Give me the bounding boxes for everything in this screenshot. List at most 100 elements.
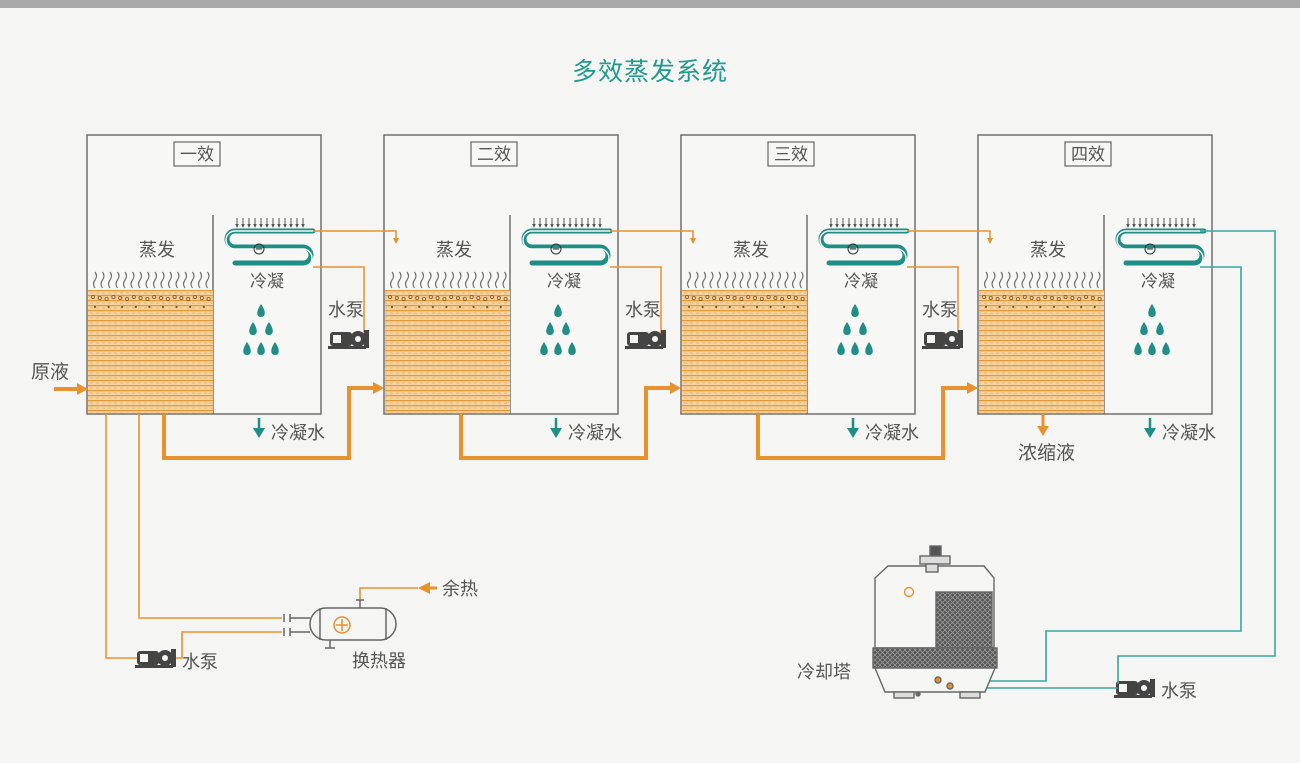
- steam-icon: [130, 271, 135, 289]
- steam-icon: [731, 271, 737, 289]
- effect-label-box: [173, 141, 221, 167]
- steam-icon: [457, 271, 462, 289]
- pump-cooling-loop: 水泵: [1114, 679, 1197, 702]
- heat-exchanger-icon: [283, 599, 397, 649]
- water-drop-icon: [265, 322, 273, 335]
- cooling-tower-icon: [872, 545, 998, 699]
- steam-icon: [464, 271, 470, 289]
- steam-icon: [1096, 271, 1101, 289]
- steam-icon: [739, 271, 744, 289]
- steam-icon: [1073, 271, 1079, 289]
- steam-icon: [694, 271, 699, 289]
- pump-label: 水泵: [922, 300, 958, 321]
- transfer-pipe-1: [162, 386, 378, 460]
- steam-icon: [145, 271, 150, 289]
- pump-label: 水泵: [182, 652, 218, 673]
- condensate-label: 冷凝水: [271, 423, 325, 444]
- concentrate-label: 浓缩液: [1018, 442, 1075, 464]
- steam-icon: [494, 271, 500, 289]
- condensate-label: 冷凝水: [865, 423, 919, 444]
- steam-icon: [784, 271, 789, 289]
- effect-label: 二效: [477, 145, 511, 165]
- water-drop-icon: [1156, 322, 1164, 335]
- cooling-tower-label: 冷却塔: [797, 662, 851, 683]
- effect-label: 三效: [774, 145, 808, 165]
- water-drop-icon: [843, 322, 851, 335]
- top-bar: [0, 0, 1300, 8]
- steam-icon: [472, 271, 477, 289]
- steam-icon: [479, 271, 485, 289]
- pump-label: 水泵: [1161, 681, 1197, 702]
- water-drop-icon: [271, 342, 279, 355]
- heat-exchanger-label: 换热器: [352, 651, 406, 672]
- steam-icon: [107, 271, 113, 289]
- water-drop-icon: [1140, 322, 1148, 335]
- steam-icon: [1081, 271, 1086, 289]
- steam-icon: [1051, 271, 1056, 289]
- transfer-pipe-2: [459, 386, 675, 460]
- steam-icon: [991, 271, 996, 289]
- steam-icon: [197, 271, 203, 289]
- effect-label: 四效: [1071, 145, 1105, 165]
- water-drop-icon: [851, 304, 859, 317]
- water-drop-icon: [257, 342, 265, 355]
- steam-icon: [998, 271, 1004, 289]
- steam-icon: [1013, 271, 1019, 289]
- condense-label: 冷凝: [844, 272, 878, 292]
- steam-icon: [442, 271, 447, 289]
- steam-icon: [175, 271, 180, 289]
- steam-icon: [769, 271, 774, 289]
- pump-heat-loop: 水泵: [135, 649, 218, 673]
- steam-icon: [1028, 271, 1034, 289]
- steam-icon: [205, 271, 210, 289]
- water-drop-icon: [249, 322, 257, 335]
- steam-icon: [716, 271, 722, 289]
- steam-icon: [92, 271, 98, 289]
- steam-icon: [412, 271, 417, 289]
- water-drop-icon: [851, 342, 859, 355]
- transfer-pipe-3: [756, 386, 972, 460]
- steam-icon: [137, 271, 143, 289]
- steam-icon: [754, 271, 759, 289]
- evaporate-label: 蒸发: [733, 240, 769, 261]
- water-drop-icon: [546, 322, 554, 335]
- steam-icon: [389, 271, 395, 289]
- steam-icon: [776, 271, 782, 289]
- effect-label: 一效: [180, 145, 214, 165]
- water-drop-icon: [1134, 342, 1142, 355]
- effect-label-box: [1064, 141, 1112, 167]
- pump-1: 水泵: [328, 300, 369, 349]
- steam-icon: [122, 271, 128, 289]
- steam-icon: [160, 271, 165, 289]
- liquid-level: [979, 290, 1104, 413]
- water-drop-icon: [554, 342, 562, 355]
- water-drop-icon: [859, 322, 867, 335]
- evaporate-label: 蒸发: [436, 240, 472, 261]
- effect-label-box: [767, 141, 815, 167]
- steam-icon: [397, 271, 402, 289]
- condense-label: 冷凝: [250, 272, 284, 292]
- steam-icon: [1043, 271, 1049, 289]
- steam-icon: [167, 271, 173, 289]
- steam-icon: [1088, 271, 1094, 289]
- effect-label-box: [470, 141, 518, 167]
- water-drop-icon: [568, 342, 576, 355]
- water-drop-icon: [837, 342, 845, 355]
- pump-label: 水泵: [625, 300, 661, 321]
- condensate-label: 冷凝水: [568, 423, 622, 444]
- evaporate-label: 蒸发: [139, 240, 175, 261]
- inlet-arrow-icon: [77, 383, 88, 395]
- steam-icon: [761, 271, 767, 289]
- condense-label: 冷凝: [547, 272, 581, 292]
- pump-label: 水泵: [328, 300, 364, 321]
- pump-2: 水泵: [625, 300, 666, 349]
- liquid-level: [682, 290, 807, 413]
- water-drop-icon: [865, 342, 873, 355]
- steam-icon: [182, 271, 188, 289]
- steam-icon: [686, 271, 692, 289]
- steam-icon: [152, 271, 158, 289]
- water-drop-icon: [1148, 304, 1156, 317]
